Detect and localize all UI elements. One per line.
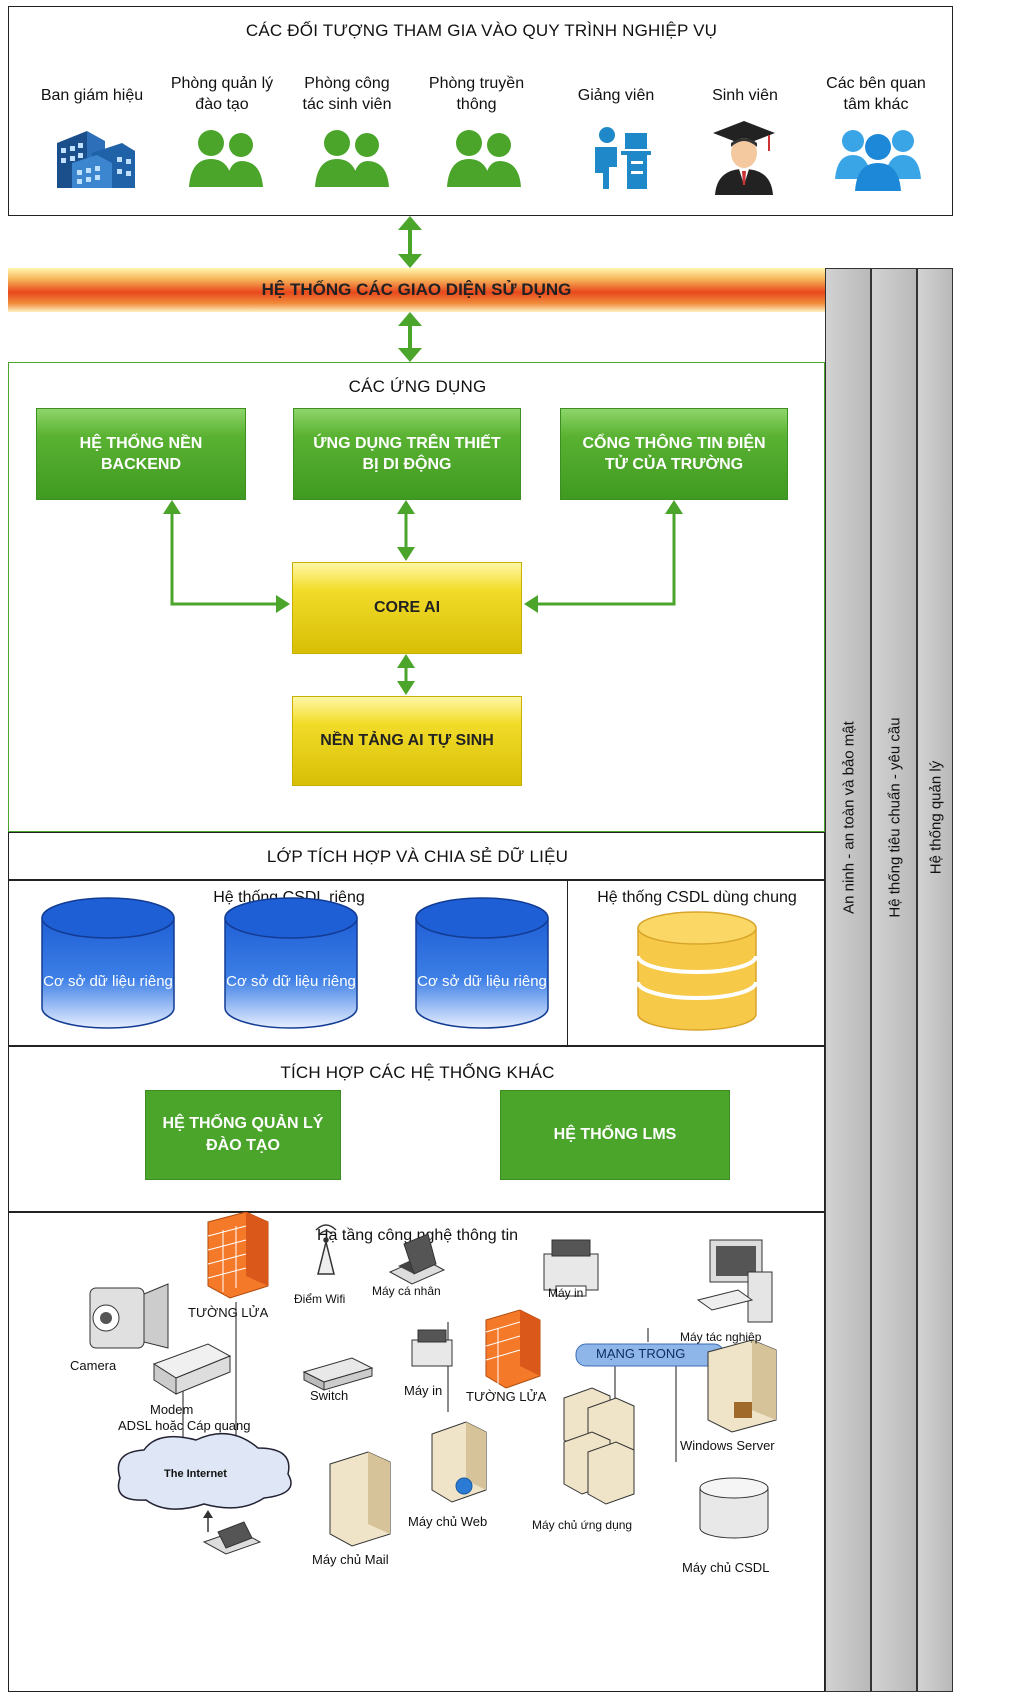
users-icon — [315, 130, 389, 187]
actor-label-3: Phòng truyền thông — [428, 75, 525, 113]
mail-server-label: Máy chủ Mail — [312, 1552, 389, 1567]
firewall-icon-2 — [485, 1309, 541, 1389]
interface-bar-label: HỆ THỐNG CÁC GIAO DIỆN SỬ DỤNG — [261, 280, 572, 299]
group-icon — [835, 130, 921, 191]
school-portal-box: CỔNG THÔNG TIN ĐIỆN TỬ CỦA TRƯỜNG — [560, 408, 788, 500]
switch-icon — [302, 1357, 374, 1391]
personal-computer-label: Máy cá nhân — [372, 1284, 441, 1298]
lms-box: HỆ THỐNG LMS — [500, 1090, 730, 1180]
firewall-label: TƯỜNG LỬA — [188, 1305, 269, 1320]
actor-label-2: Phòng công tác sinh viên — [302, 75, 392, 113]
interface-bar: HỆ THỐNG CÁC GIAO DIỆN SỬ DỤNG — [8, 268, 825, 312]
core-ai-box: CORE AI — [292, 562, 522, 654]
private-db-label-2: Cơ sở dữ liệu riêng — [226, 973, 356, 990]
shared-db-title: Hệ thống CSDL dùng chung — [597, 889, 797, 906]
management-column: Hệ thống quản lý — [917, 268, 953, 1692]
users-icon — [447, 130, 521, 187]
mail-server-icon — [329, 1451, 391, 1547]
app-server-icon — [563, 1387, 635, 1505]
actors-title: CÁC ĐỐI TƯỢNG THAM GIA VÀO QUY TRÌNH NGH… — [245, 21, 718, 40]
arrow-interface-apps — [398, 312, 422, 362]
graduate-student-icon — [713, 121, 775, 195]
internet-label: The Internet — [164, 1468, 227, 1480]
modem-sub-label: ADSL hoặc Cáp quang — [118, 1418, 251, 1433]
wifi-label: Điểm Wifi — [294, 1292, 346, 1306]
printer-label: Máy in — [548, 1286, 584, 1300]
wifi-icon — [315, 1224, 337, 1275]
printer-label-2: Máy in — [404, 1383, 443, 1398]
applications-title: CÁC ỨNG DỤNG — [348, 377, 487, 396]
lecturer-desk-icon — [595, 127, 651, 189]
integration-layer: LỚP TÍCH HỢP VÀ CHIA SẺ DỮ LIỆU — [8, 832, 825, 880]
internet-cloud-icon — [117, 1432, 292, 1510]
workstation-label: Máy tác nghiệp — [680, 1330, 762, 1344]
app-server-label: Máy chủ ứng dụng — [532, 1518, 633, 1532]
camera-label: Camera — [70, 1358, 117, 1373]
standards-column: Hệ thống tiêu chuẩn - yêu cầu — [871, 268, 917, 1692]
camera-icon — [89, 1283, 169, 1349]
laptop-bottom-icon — [202, 1510, 262, 1555]
actor-label-5: Sinh viên — [712, 87, 778, 104]
db-server-label: Máy chủ CSDL — [682, 1560, 770, 1575]
db-server-icon — [699, 1477, 769, 1539]
web-server-label: Máy chủ Web — [408, 1514, 488, 1529]
users-icon — [189, 130, 263, 187]
infrastructure-title: Hạ tầng công nghệ thông tin — [316, 1227, 519, 1244]
standards-column-label: Hệ thống tiêu chuẩn - yêu cầu — [886, 717, 904, 918]
firewall-icon — [207, 1212, 269, 1299]
printer-icon — [543, 1239, 599, 1297]
network-diagram — [89, 1212, 777, 1555]
database-icon-1 — [41, 897, 175, 1029]
backend-system-box: HỆ THỐNG NỀN BACKEND — [36, 408, 246, 500]
security-column: An ninh - an toàn và bảo mật — [825, 268, 871, 1692]
printer-icon-2 — [411, 1329, 453, 1367]
actor-label-4: Giảng viên — [577, 87, 655, 104]
shared-database-icon — [636, 911, 758, 1031]
workstation-icon — [696, 1239, 773, 1323]
integration-layer-title: LỚP TÍCH HỢP VÀ CHIA SẺ DỮ LIỆU — [266, 847, 569, 866]
actor-label-1: Phòng quản lý đào tạo — [170, 75, 274, 113]
windows-server-label: Windows Server — [680, 1438, 775, 1453]
lan-label: MẠNG TRONG — [596, 1346, 686, 1361]
laptop-icon — [388, 1233, 446, 1285]
private-db-label-1: Cơ sở dữ liệu riêng — [43, 973, 173, 990]
firewall-label-2: TƯỜNG LỬA — [466, 1389, 547, 1404]
windows-server-icon — [707, 1339, 777, 1433]
modem-icon — [152, 1343, 232, 1395]
management-column-label: Hệ thống quản lý — [927, 760, 945, 875]
security-column-label: An ninh - an toàn và bảo mật — [840, 721, 858, 914]
modem-label: Modem — [150, 1402, 194, 1417]
other-systems-title: TÍCH HỢP CÁC HỆ THỐNG KHÁC — [280, 1063, 555, 1082]
switch-label: Switch — [310, 1388, 349, 1403]
building-icon — [57, 131, 135, 188]
private-db-icons — [41, 897, 549, 1029]
private-db-label-3: Cơ sở dữ liệu riêng — [417, 973, 547, 990]
actor-label-0: Ban giám hiệu — [40, 87, 144, 104]
gen-ai-platform-box: NỀN TẢNG AI TỰ SINH — [292, 696, 522, 786]
arrow-actors-interface — [398, 216, 422, 268]
app-connectors — [163, 500, 683, 695]
actors-section: CÁC ĐỐI TƯỢNG THAM GIA VÀO QUY TRÌNH NGH… — [8, 6, 953, 216]
actor-label-6: Các bên quan tâm khác — [826, 75, 926, 113]
database-icon-3 — [415, 897, 549, 1029]
web-server-icon — [431, 1421, 487, 1503]
database-icon-2 — [224, 897, 358, 1029]
mobile-app-box: ỨNG DỤNG TRÊN THIẾT BỊ DI ĐỘNG — [293, 408, 521, 500]
training-management-box: HỆ THỐNG QUẢN LÝ ĐÀO TẠO — [145, 1090, 341, 1180]
